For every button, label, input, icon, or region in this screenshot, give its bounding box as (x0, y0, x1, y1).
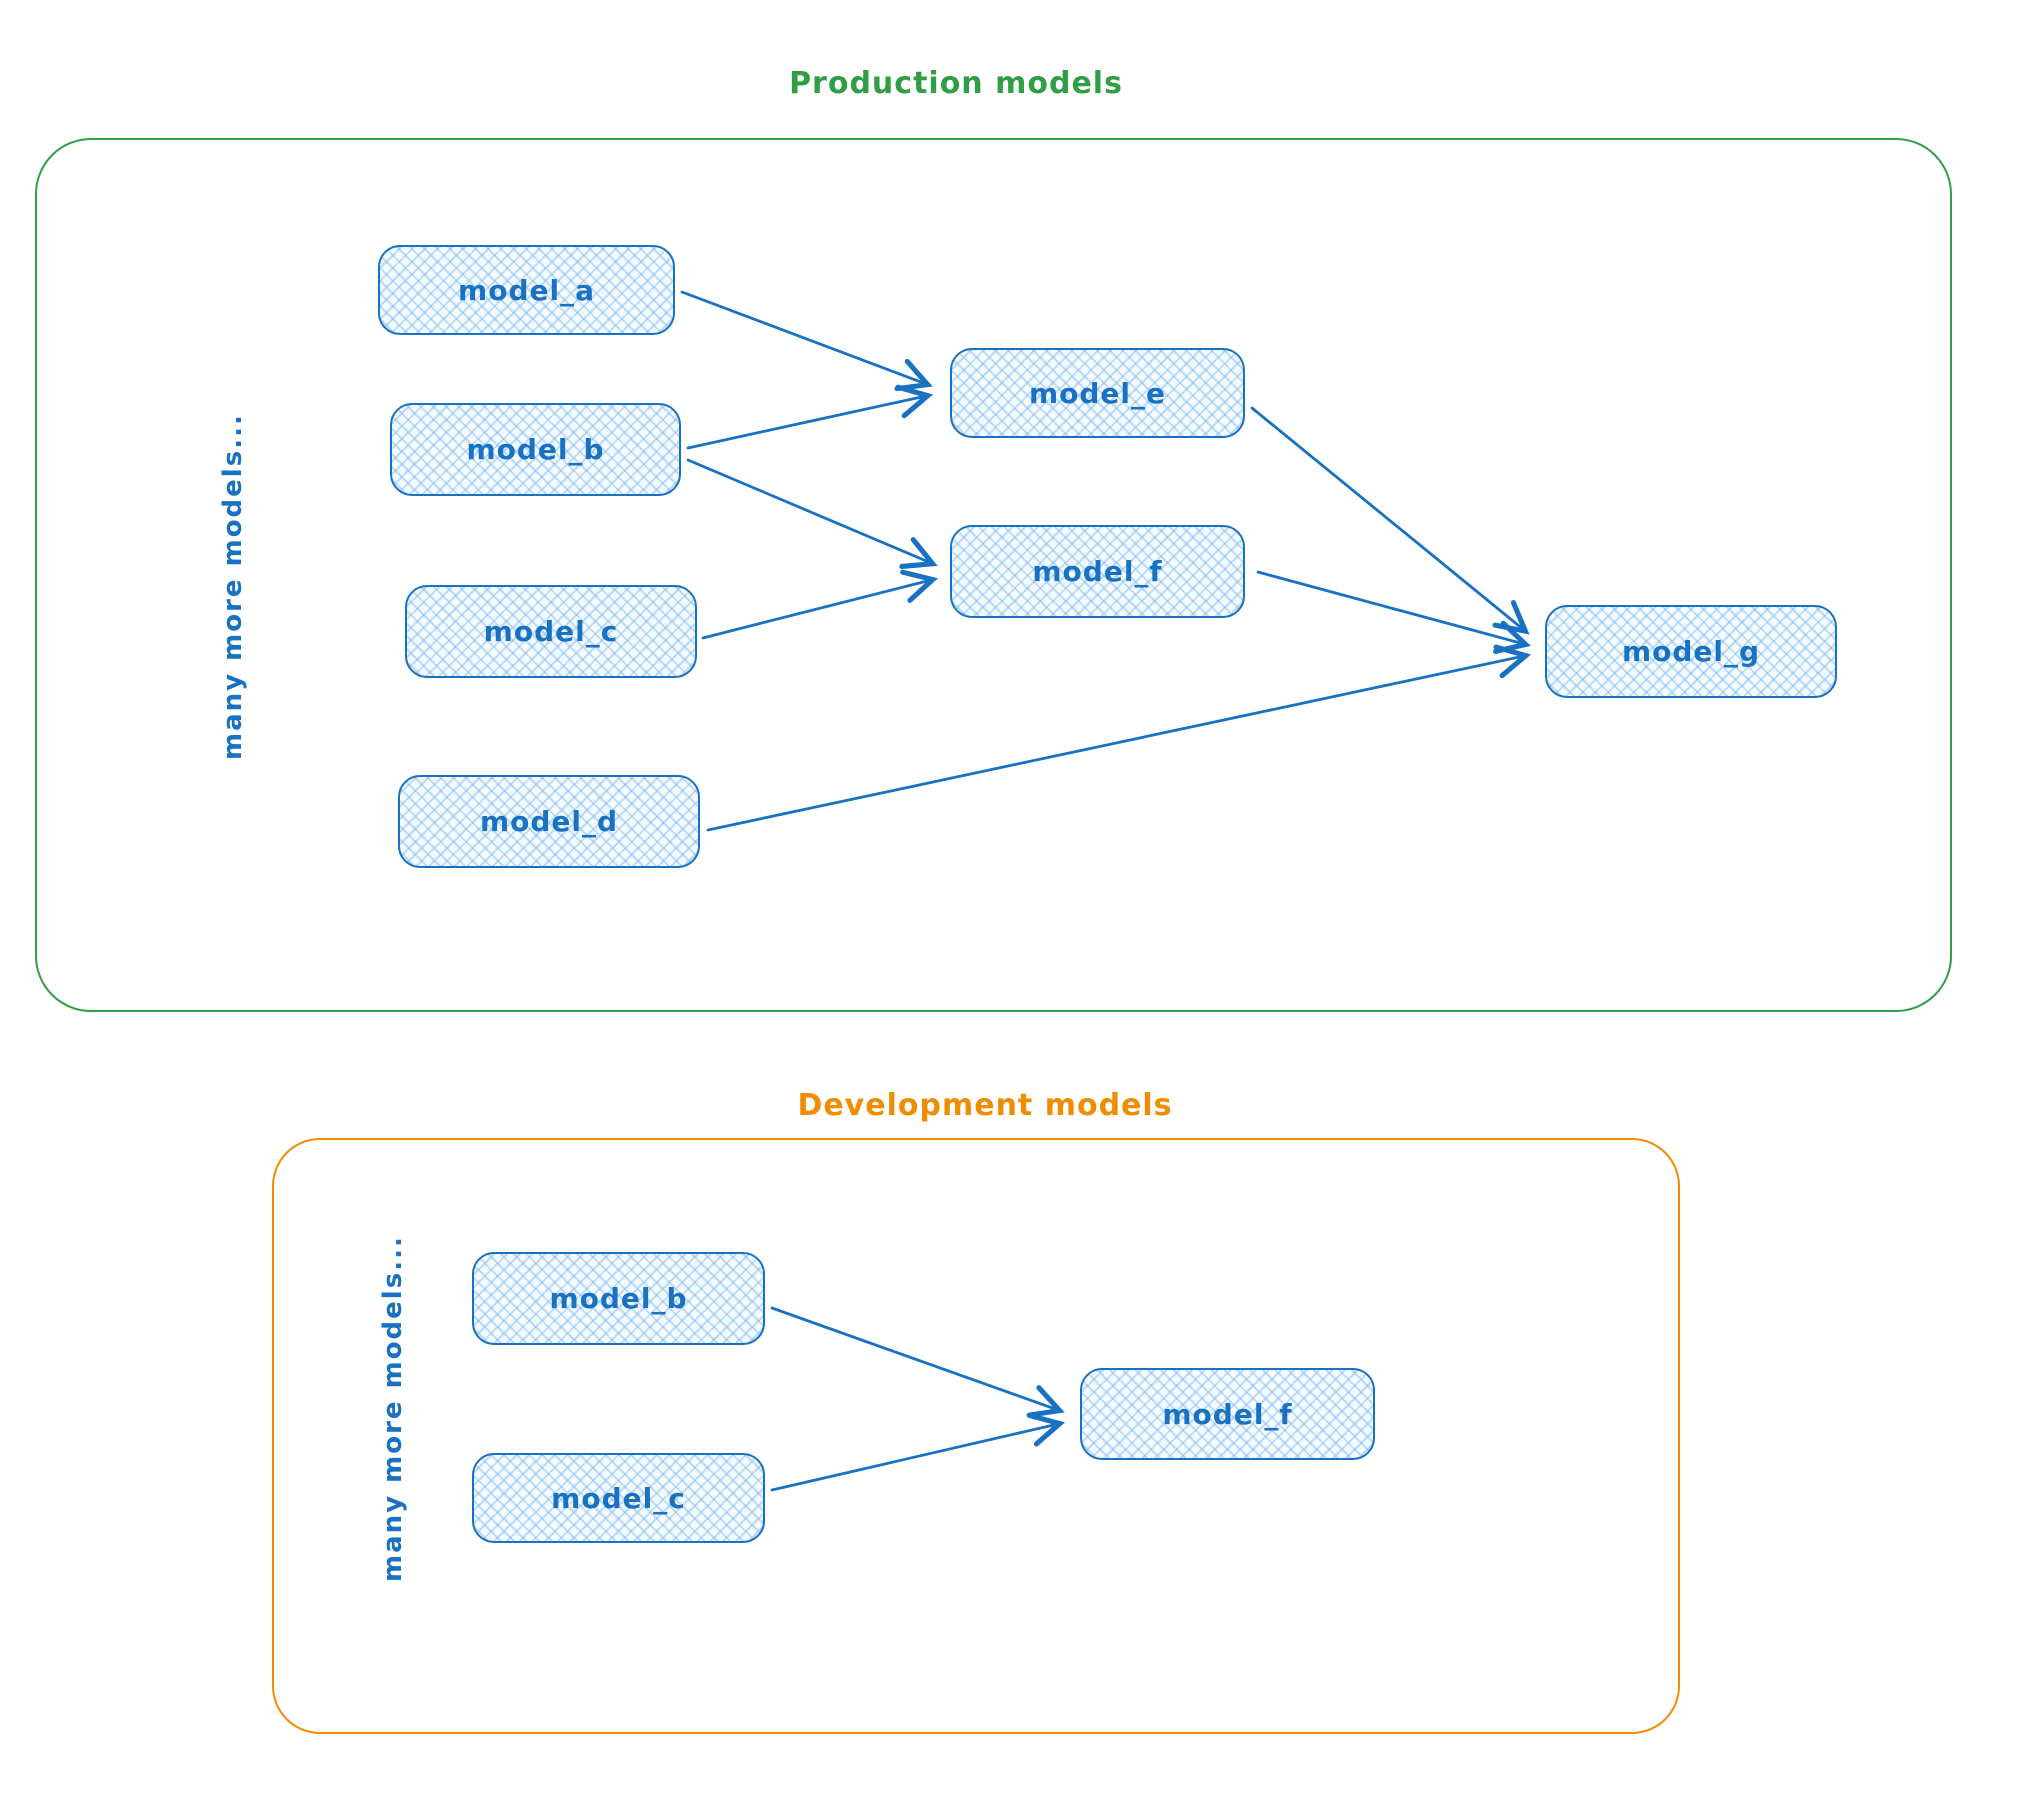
node-label-model-b: model_b (466, 433, 605, 466)
node-development-model-c: model_c (472, 1453, 765, 1543)
node-production-model-d: model_d (398, 775, 700, 868)
production-container-frame (35, 138, 1952, 1012)
node-label-model-e: model_e (1028, 376, 1167, 410)
node-label-model-g: model_g (1621, 635, 1761, 668)
node-production-model-b: model_b (390, 403, 681, 496)
node-development-model-f: model_f (1080, 1368, 1375, 1460)
node-label-dev-model-c: model_c (551, 1481, 686, 1515)
node-production-model-f: model_f (950, 525, 1245, 618)
node-production-model-g: model_g (1545, 605, 1837, 698)
node-label-model-d: model_d (479, 805, 619, 838)
node-label-dev-model-f: model_f (1162, 1397, 1293, 1431)
node-production-model-e: model_e (950, 348, 1245, 438)
node-label-dev-model-b: model_b (549, 1282, 688, 1315)
node-development-model-b: model_b (472, 1252, 765, 1345)
production-section-title: Production models (789, 66, 1123, 101)
node-production-model-c: model_c (405, 585, 697, 678)
development-side-label: many more models... (378, 1235, 408, 1582)
node-production-model-a: model_a (378, 245, 675, 335)
node-label-model-c: model_c (483, 615, 619, 648)
development-section-title: Development models (797, 1088, 1173, 1123)
node-label-model-f: model_f (1032, 555, 1163, 588)
development-container-frame (272, 1138, 1680, 1734)
production-side-label: many more models... (218, 413, 248, 760)
node-label-model-a: model_a (458, 273, 595, 307)
